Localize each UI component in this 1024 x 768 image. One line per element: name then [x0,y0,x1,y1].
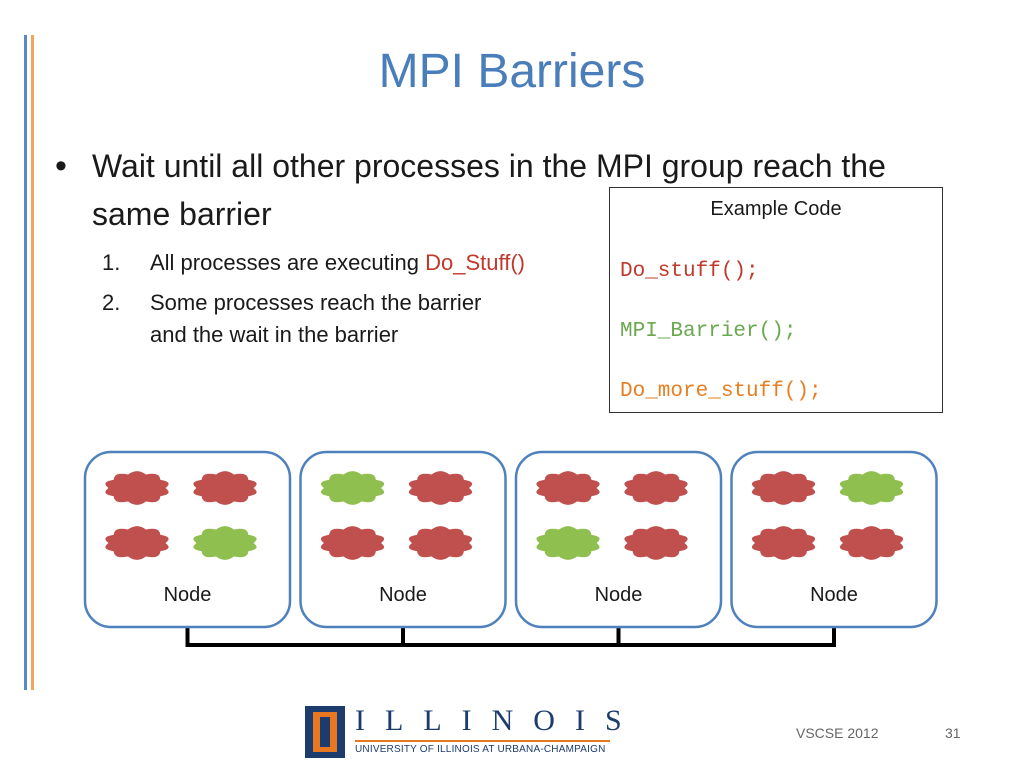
step-1-highlight: Do_Stuff() [425,250,525,275]
logo-subtitle: UNIVERSITY OF ILLINOIS AT URBANA-CHAMPAI… [355,744,606,755]
bullet-dot: • [55,147,67,185]
node-label: Node [810,584,858,606]
code-line-mpi-barrier: MPI_Barrier(); [620,320,797,343]
accent-bar-blue [24,35,27,690]
process-cloud-red [535,469,601,507]
node-label: Node [164,584,212,606]
process-cloud-green [838,469,905,507]
process-cloud-green [535,524,601,562]
nodes-diagram: Node Node Node Node [83,450,938,647]
slide-title: MPI Barriers [378,45,646,98]
process-cloud-green [319,469,386,507]
footer-page-number: 31 [945,725,961,741]
process-cloud-red [319,524,386,562]
example-code-box: Example Code Do_stuff(); MPI_Barrier(); … [609,187,943,413]
node-label: Node [595,584,643,606]
step-2-number: 2. [102,290,121,315]
step-2-line-2: and the wait in the barrier [150,322,399,347]
process-cloud-red [750,524,817,562]
logo-rule [355,740,610,742]
process-cloud-red [750,469,817,507]
process-cloud-red [623,469,689,507]
process-cloud-green [192,524,258,562]
node-2: Node [299,450,507,629]
process-cloud-red [192,469,258,507]
code-line-do-more-stuff: Do_more_stuff(); [620,380,822,403]
university-logo: ILLINOIS UNIVERSITY OF ILLINOIS AT URBAN… [305,704,622,758]
process-cloud-red [407,524,474,562]
node-label: Node [379,584,427,606]
process-cloud-red [104,469,170,507]
logo-wordmark: ILLINOIS [355,704,642,737]
code-line-do-stuff: Do_stuff(); [620,260,759,283]
node-4: Node [730,450,938,629]
node-1: Node [83,450,292,629]
step-1-number: 1. [102,250,121,275]
process-cloud-red [104,524,170,562]
barrier-connector [185,625,836,647]
step-1-text: All processes are executing Do_Stuff() [150,250,525,275]
code-box-title: Example Code [710,198,842,220]
bullet-text: Wait until all other processes in the MP… [92,148,886,232]
accent-bar-orange [31,35,34,690]
illinois-block-i-icon [305,706,345,758]
step-2-line-1: Some processes reach the barrier [150,290,482,315]
node-3: Node [514,450,723,629]
process-cloud-red [407,469,474,507]
process-cloud-red [623,524,689,562]
footer-conference: VSCSE 2012 [796,725,879,741]
process-cloud-red [838,524,905,562]
